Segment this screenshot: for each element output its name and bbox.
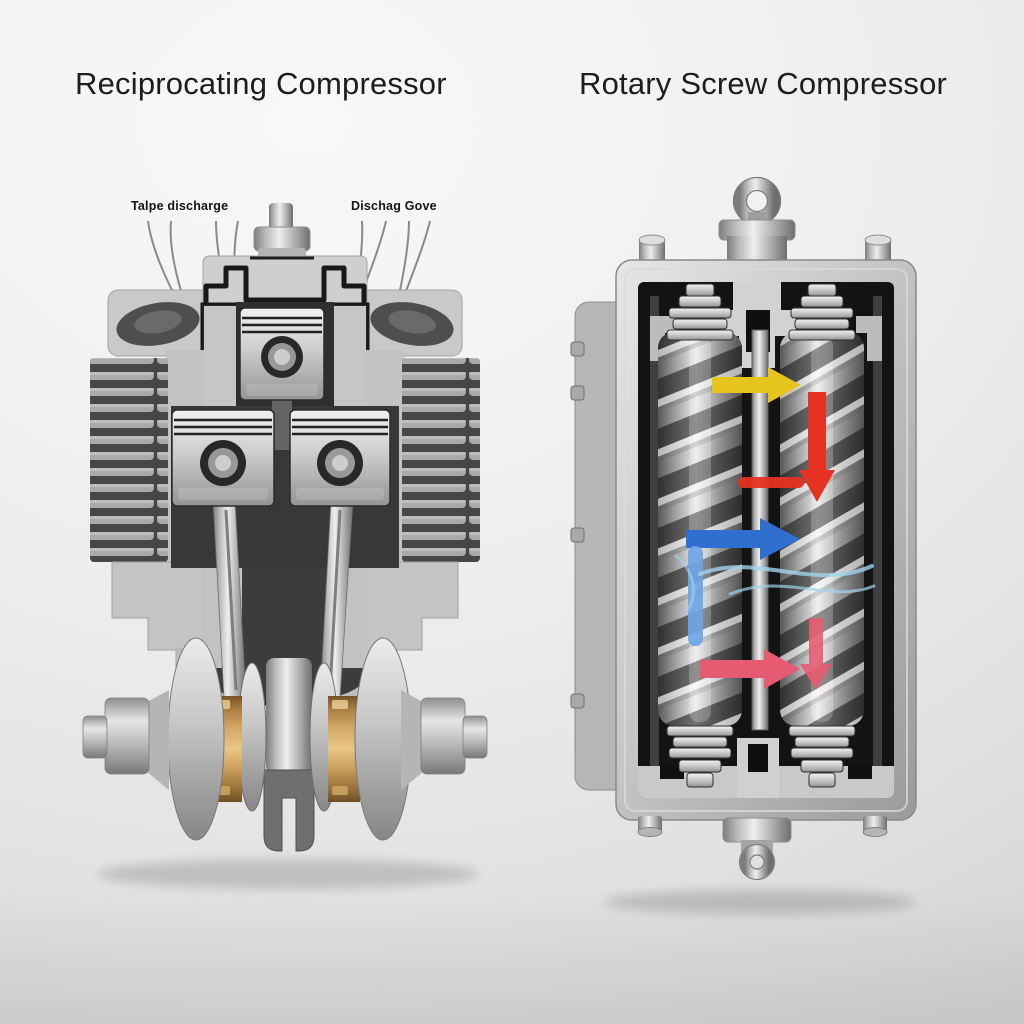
intake-flow-arrow	[712, 367, 801, 403]
floor-shadow-right	[605, 890, 915, 914]
crank-clevis	[263, 769, 315, 852]
mid-flow-bar	[688, 546, 703, 646]
callout-label-discharge-right: Dischag Gove	[351, 199, 437, 213]
air-swirl-line	[728, 584, 876, 596]
head-gasket-outline	[203, 265, 367, 306]
compression-flow-bar	[738, 477, 804, 488]
screw-rotor-right	[780, 332, 864, 726]
bottom-port-cap	[722, 817, 792, 843]
air-swirl-line	[698, 564, 874, 578]
air-swirl-line	[674, 554, 695, 614]
casing-bolt-bottom-left	[637, 816, 663, 837]
wrist-pin-left	[215, 455, 231, 471]
rotor-bearing-stacks	[666, 283, 856, 788]
discharge-valve-stem	[269, 203, 293, 233]
connecting-rod-top	[272, 398, 292, 450]
crankshaft-left-shaft	[104, 697, 150, 775]
wrist-pin-right	[332, 455, 348, 471]
flow-arrows	[674, 367, 876, 690]
casing-bolt-top-left	[638, 234, 666, 262]
crankshaft-assembly	[82, 637, 488, 852]
wrist-pin-top	[274, 349, 290, 365]
cooling-fins-left	[90, 358, 168, 562]
compression-flow-arrow	[799, 392, 835, 502]
callout-label-discharge-left: Talpe discharge	[131, 199, 229, 213]
casing-bolt-bottom-right	[862, 816, 888, 837]
mid-flow-arrow	[686, 518, 800, 560]
discharge-valve-cap	[253, 226, 311, 252]
crankshaft-right-shaft	[420, 697, 466, 775]
lifting-eye-bottom	[738, 843, 776, 881]
rotary-screw-compressor-figure	[570, 176, 917, 914]
crank-web-left	[167, 637, 225, 841]
crank-journal	[266, 658, 312, 774]
piston-top	[239, 307, 325, 401]
discharge-flow-arrow-down	[800, 618, 832, 690]
piston-right	[289, 409, 391, 507]
discharge-flow-arrow	[700, 649, 800, 689]
rotary-title: Rotary Screw Compressor	[579, 66, 948, 101]
cooling-fins-right	[402, 358, 480, 562]
floor-shadow-left	[98, 859, 478, 889]
casing-bolt-top-right	[864, 234, 892, 262]
reciprocating-title: Reciprocating Compressor	[75, 66, 447, 101]
reciprocating-compressor-figure	[82, 203, 488, 889]
piston-left	[171, 409, 275, 507]
